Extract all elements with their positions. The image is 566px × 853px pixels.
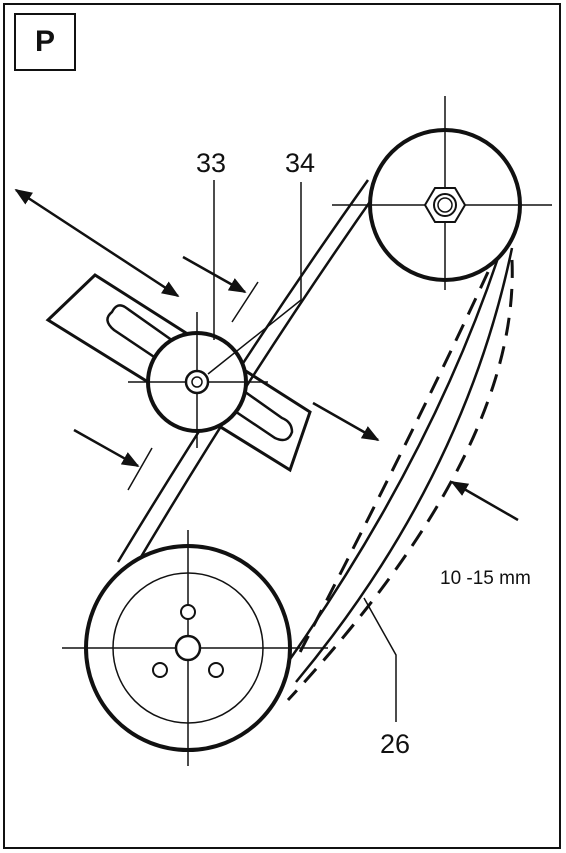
label-part-34: 34: [285, 148, 315, 178]
label-part-33: 33: [196, 148, 226, 178]
belt-slack-dashed: [286, 259, 514, 702]
diagram-frame: [3, 3, 561, 849]
deflection-arrow-inner: [312, 401, 380, 442]
hex-nut-icon: [423, 187, 467, 223]
dimension-arrow-lower: [73, 428, 140, 468]
deflection-arrow-outer: [450, 480, 519, 522]
tension-pulley: [128, 312, 268, 448]
adjust-direction-arrow: [14, 188, 180, 298]
dimension-arrow-upper: [182, 255, 247, 294]
motor-pulley: [332, 96, 552, 290]
label-part-26: 26: [380, 729, 410, 759]
label-deflection: 10 -15 mm: [440, 568, 531, 589]
panel-letter: P: [14, 13, 76, 71]
leader-lines: [207, 180, 397, 722]
drive-pulley: [62, 530, 328, 766]
adjustment-arrows: [14, 188, 519, 522]
